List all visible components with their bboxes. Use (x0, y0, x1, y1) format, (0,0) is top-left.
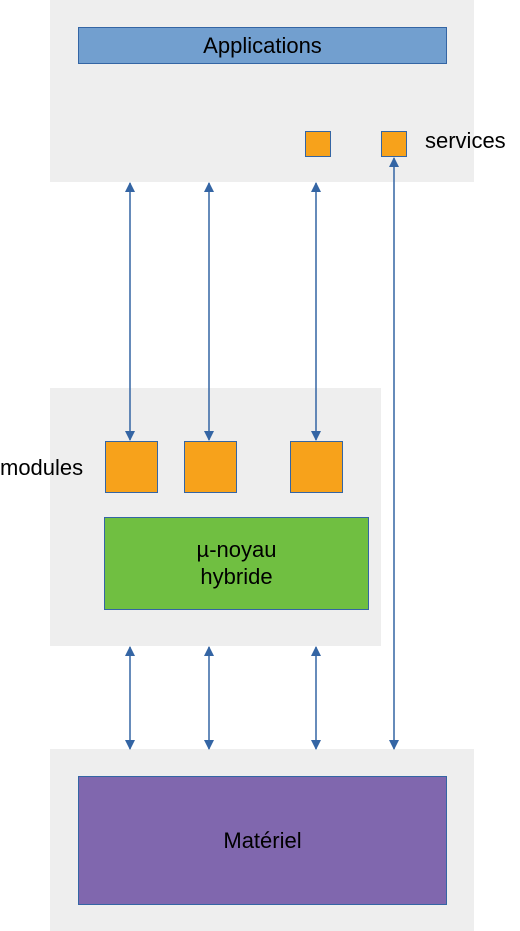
module-square-3 (290, 441, 343, 493)
kernel-label-line2: hybride (200, 563, 273, 589)
applications-box: Applications (78, 27, 447, 64)
hardware-box: Matériel (78, 776, 447, 905)
service-square-1 (305, 131, 331, 157)
service-square-2 (381, 131, 407, 157)
modules-label: modules (0, 455, 84, 480)
kernel-label-line1: µ-noyau (196, 537, 277, 563)
hybrid-microkernel-box: µ-noyau hybride (104, 517, 369, 610)
applications-label: Applications (203, 32, 322, 58)
module-square-1 (105, 441, 158, 493)
hardware-label: Matériel (223, 827, 302, 853)
module-square-2 (184, 441, 237, 493)
services-label: services (425, 128, 506, 153)
